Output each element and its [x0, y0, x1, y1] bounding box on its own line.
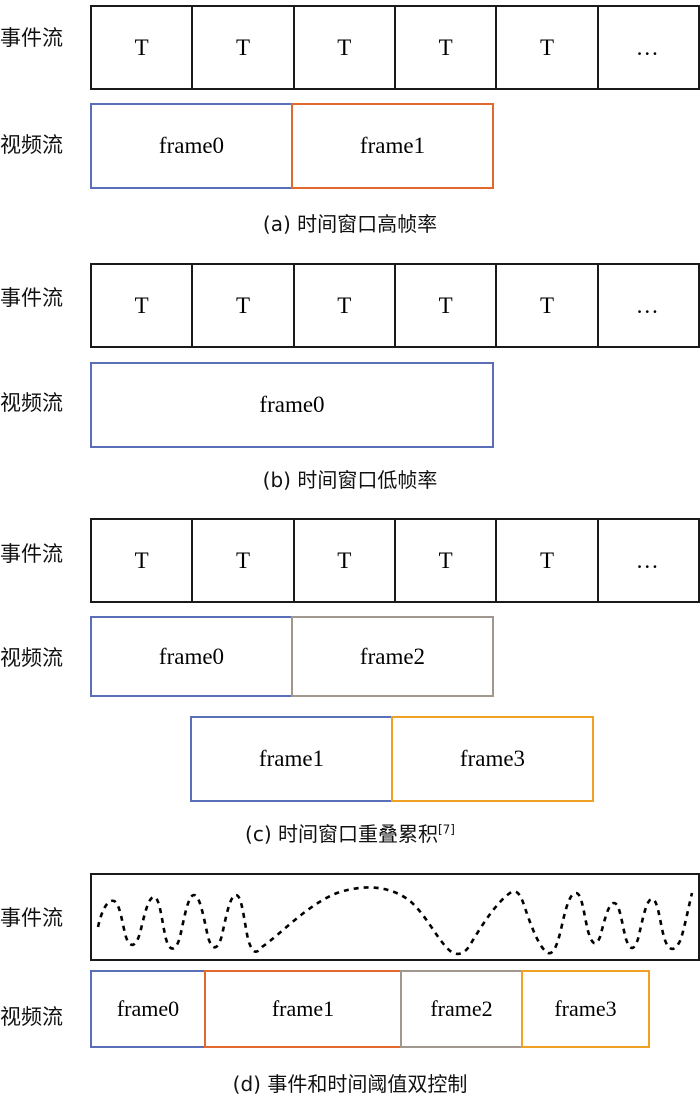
event-cell: T — [497, 265, 599, 346]
frame-box-frame1: frame1 — [190, 716, 393, 802]
frame-box-frame2: frame2 — [291, 616, 494, 697]
frame-box-frame3: frame3 — [391, 716, 594, 802]
frame-label: frame3 — [459, 746, 526, 771]
panel-d-event-stream-label: 事件流 — [0, 906, 63, 930]
frame-label: frame0 — [116, 996, 180, 1021]
frame-box-frame3: frame3 — [521, 970, 650, 1048]
panel-c-caption-text: (c) 时间窗口重叠累积 — [245, 822, 438, 846]
frame-label: frame0 — [259, 392, 325, 417]
frame-label: frame1 — [271, 996, 335, 1021]
event-cell: T — [193, 520, 295, 601]
frame-label: frame1 — [258, 746, 325, 771]
event-cell: T — [295, 7, 396, 88]
event-cell: T — [295, 520, 396, 601]
frame-label: frame0 — [158, 133, 225, 158]
event-cell: T — [193, 7, 295, 88]
panel-d-event-waveform-strip — [90, 873, 700, 961]
event-cell: T — [92, 265, 194, 346]
event-cell: T — [396, 7, 498, 88]
event-cell: T — [295, 265, 396, 346]
event-cell-ellipsis: … — [635, 547, 661, 573]
event-waveform-icon — [96, 886, 694, 956]
panel-b-event-strip: T T T T T … — [90, 263, 700, 348]
panel-b-caption: (b) 时间窗口低帧率 — [0, 464, 700, 493]
event-cell: T — [193, 265, 295, 346]
panel-a-event-stream-label: 事件流 — [0, 26, 63, 50]
frame-box-frame1: frame1 — [291, 103, 494, 189]
panel-c-caption: (c) 时间窗口重叠累积[7] — [0, 818, 700, 847]
frame-box-frame0: frame0 — [90, 970, 206, 1048]
frame-label: frame1 — [359, 133, 426, 158]
event-cell-ellipsis: … — [635, 34, 661, 60]
panel-c-caption-reference: [7] — [437, 822, 455, 837]
frame-box-frame0: frame0 — [90, 103, 293, 189]
panel-c-event-strip: T T T T T … — [90, 518, 700, 603]
panel-c-event-stream-label: 事件流 — [0, 542, 63, 566]
panel-b-caption-text: (b) 时间窗口低帧率 — [262, 468, 438, 492]
frame-box-frame0: frame0 — [90, 616, 293, 697]
event-cell: T — [497, 7, 599, 88]
frame-box-frame2: frame2 — [400, 970, 523, 1048]
event-cell: T — [92, 7, 194, 88]
panel-b-video-stream-label: 视频流 — [0, 391, 63, 415]
panel-a-video-stream-label: 视频流 — [0, 133, 63, 157]
event-cell: T — [396, 265, 498, 346]
panel-b-event-stream-label: 事件流 — [0, 286, 63, 310]
frame-label: frame2 — [430, 996, 493, 1021]
panel-c-video-stream-label: 视频流 — [0, 646, 63, 670]
panel-a-caption: (a) 时间窗口高帧率 — [0, 208, 700, 237]
event-cell: T — [497, 520, 599, 601]
panel-a-caption-text: (a) 时间窗口高帧率 — [262, 212, 438, 236]
panel-d-caption-text: (d) 事件和时间阈值双控制 — [232, 1072, 468, 1096]
frame-label: frame2 — [359, 643, 426, 669]
panel-d-video-stream-label: 视频流 — [0, 1005, 63, 1029]
panel-a-event-strip: T T T T T … — [90, 5, 700, 90]
panel-d-caption: (d) 事件和时间阈值双控制 — [0, 1068, 700, 1097]
frame-box-frame1: frame1 — [204, 970, 402, 1048]
frame-label: frame3 — [554, 996, 617, 1021]
event-cell: T — [92, 520, 194, 601]
frame-label: frame0 — [158, 643, 225, 669]
frame-box-frame0: frame0 — [90, 362, 494, 448]
event-cell: T — [396, 520, 498, 601]
event-cell-ellipsis: … — [635, 292, 661, 318]
